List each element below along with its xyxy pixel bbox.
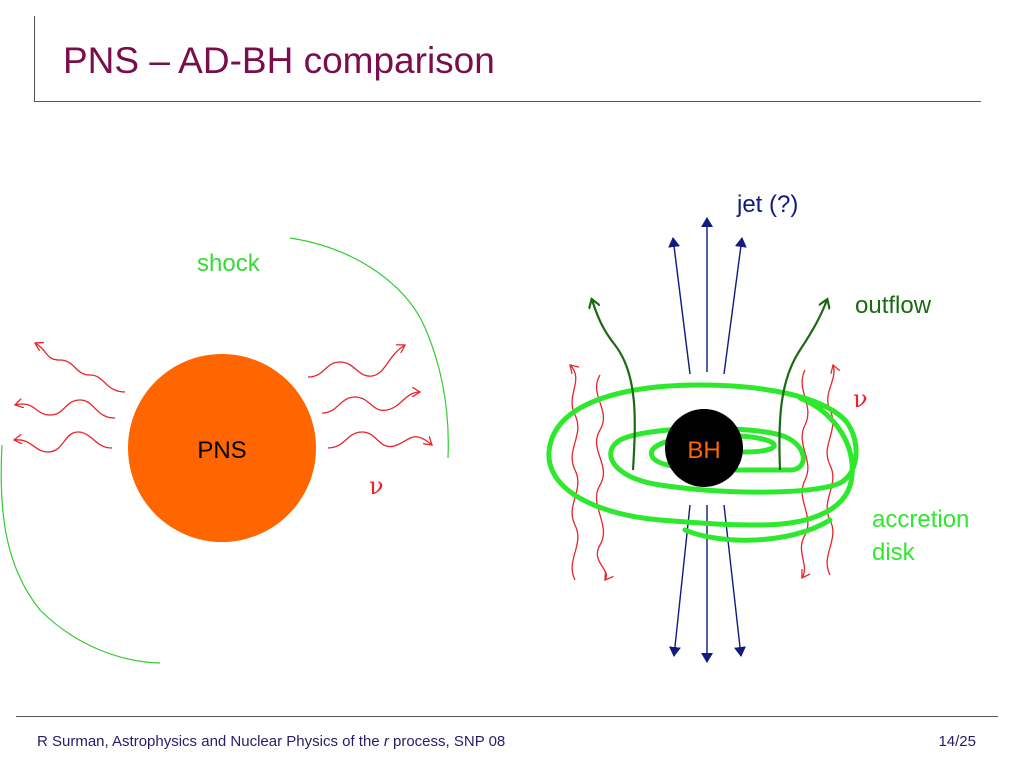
shock-front-upper — [289, 237, 449, 459]
neutrino-wave — [307, 345, 405, 378]
title-rule-vertical — [34, 16, 35, 102]
neutrino-symbol-right: ν — [853, 385, 868, 413]
page-number: 14/25 — [938, 733, 976, 750]
footer-text-before: R Surman, Astrophysics and Nuclear Physi… — [37, 733, 384, 750]
neutrino-wave — [570, 365, 578, 581]
jet-arrow-left-up — [668, 237, 691, 375]
footer-text-after: process, SNP 08 — [388, 733, 506, 750]
jet-arrow-right-up — [723, 237, 747, 375]
shock-label: shock — [197, 250, 261, 277]
neutrino-wave — [35, 343, 126, 393]
accretion-label-line1: accretion — [872, 506, 969, 533]
neutrino-symbol-left: ν — [369, 472, 384, 500]
jet-arrow-left-down — [668, 504, 691, 657]
neutrino-wave — [595, 374, 607, 580]
shock-front-lower — [0, 444, 161, 664]
accretion-disk-outer-arc — [682, 517, 833, 543]
neutrino-wave — [800, 369, 807, 578]
outflow-arrow-right — [778, 300, 827, 471]
footer-text-italic: r — [383, 733, 389, 750]
footer-citation: R Surman, Astrophysics and Nuclear Physi… — [37, 733, 505, 750]
outflow-arrow-left — [592, 300, 636, 471]
outflow-label: outflow — [855, 292, 932, 319]
bh-label: BH — [687, 437, 720, 464]
black-hole — [665, 409, 743, 487]
neutrino-wave — [826, 365, 834, 576]
slide-title: PNS – AD-BH comparison — [63, 40, 495, 81]
footer-rule — [16, 716, 998, 717]
jet-arrow-right-down — [723, 504, 746, 657]
neutrino-wave — [321, 392, 420, 414]
pns-sphere — [128, 354, 316, 542]
accretion-label-line2: disk — [872, 539, 916, 566]
neutrino-wave — [14, 431, 113, 453]
title-rule-horizontal — [34, 101, 981, 102]
neutrino-wave — [327, 431, 432, 449]
jet-label: jet (?) — [736, 191, 798, 218]
neutrino-wave — [15, 400, 116, 419]
pns-label: PNS — [197, 437, 246, 464]
